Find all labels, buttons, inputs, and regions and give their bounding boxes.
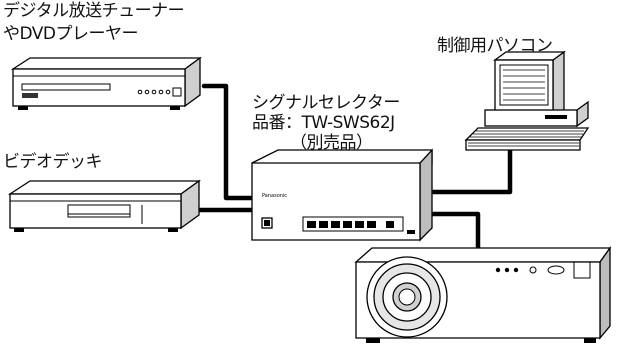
projector <box>354 245 612 343</box>
cables <box>196 83 513 255</box>
video-deck <box>7 179 202 232</box>
cable-selector-to-projector <box>429 211 481 255</box>
signal-selector: Panasonic <box>251 148 433 242</box>
pc-label: 制御用パソコン <box>437 36 553 56</box>
dvd-label-line1: デジタル放送チューナー <box>3 1 185 21</box>
selector-label-line2: 品番：TW-SWS62J <box>252 113 395 133</box>
cable-dvd-to-selector <box>201 83 255 201</box>
control-pc <box>464 50 590 151</box>
cable-pc-to-selector <box>429 137 513 195</box>
vcr-label: ビデオデッキ <box>3 152 103 172</box>
selector-label-line1: シグナルセレクター <box>252 93 400 113</box>
selector-label-line3: （別売品） <box>290 133 373 153</box>
selector-brand-mark: Panasonic <box>262 193 287 199</box>
dvd-player <box>10 56 202 110</box>
dvd-label-line2: やDVDプレーヤー <box>3 24 139 44</box>
